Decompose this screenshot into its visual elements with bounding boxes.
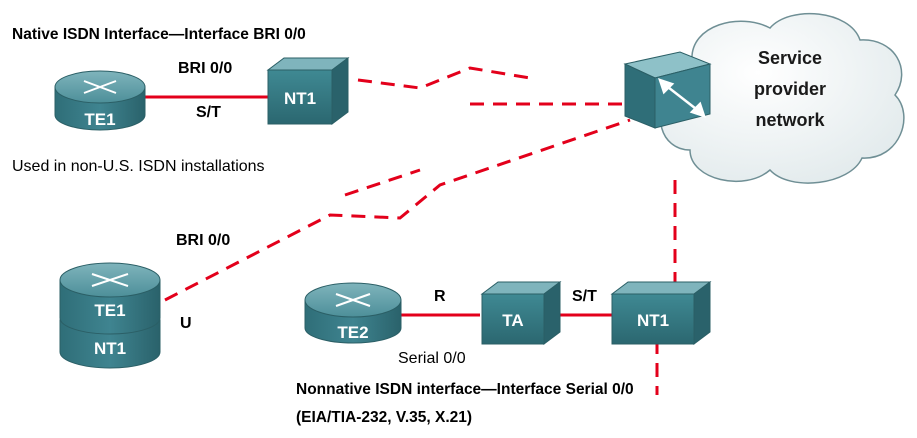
nonnative-interface-title: Nonnative ISDN interface—Interface Seria… (296, 381, 634, 398)
nonnative-standards: (EIA/TIA-232, V.35, X.21) (296, 409, 473, 426)
nt1-bottom: NT1 (610, 281, 712, 345)
native-interface-title: Native ISDN Interface—Interface BRI 0/0 (12, 26, 306, 43)
router-arrows-icon (83, 80, 117, 94)
nt1-top-label: NT1 (284, 89, 316, 108)
router-arrows-icon (335, 293, 371, 307)
service-provider-cloud: Service provider network (660, 12, 905, 184)
stack-te1-label: TE1 (94, 301, 125, 320)
stack-te1-nt1: TE1 NT1 (59, 262, 161, 369)
cloud-label-line3: network (755, 110, 825, 130)
solid-links (145, 95, 612, 317)
left-port-label: BRI 0/0 (176, 232, 231, 249)
link-left-stack-2 (344, 168, 421, 197)
stack-nt1-label: NT1 (94, 339, 126, 358)
link-top-nt1-upper (357, 66, 531, 90)
nt1-bottom-label: NT1 (637, 311, 669, 330)
router-te1-top: TE1 (54, 70, 146, 131)
non-us-note: Used in non-U.S. ISDN installations (12, 158, 265, 175)
switch-arrows-icon (658, 78, 706, 118)
router-arrows-icon (91, 273, 129, 287)
ta-label: TA (502, 311, 523, 330)
router-te1-top-label: TE1 (84, 110, 115, 129)
top-ref-point-st: S/T (196, 104, 221, 121)
ref-point-st-bottom: S/T (572, 288, 597, 305)
left-ref-point-u: U (180, 315, 192, 332)
ta-box: TA (480, 281, 562, 345)
serial-port-label: Serial 0/0 (398, 350, 466, 367)
cloud-label-line2: provider (754, 79, 826, 99)
link-left-stack (164, 118, 631, 302)
dashed-links (164, 66, 677, 395)
cloud-label-line1: Service (758, 48, 822, 68)
nt1-top: NT1 (266, 57, 350, 125)
ref-point-r: R (434, 288, 446, 305)
isdn-switch (623, 51, 712, 129)
top-port-label: BRI 0/0 (178, 60, 233, 77)
router-te2: TE2 (304, 282, 402, 344)
router-te2-label: TE2 (337, 323, 368, 342)
